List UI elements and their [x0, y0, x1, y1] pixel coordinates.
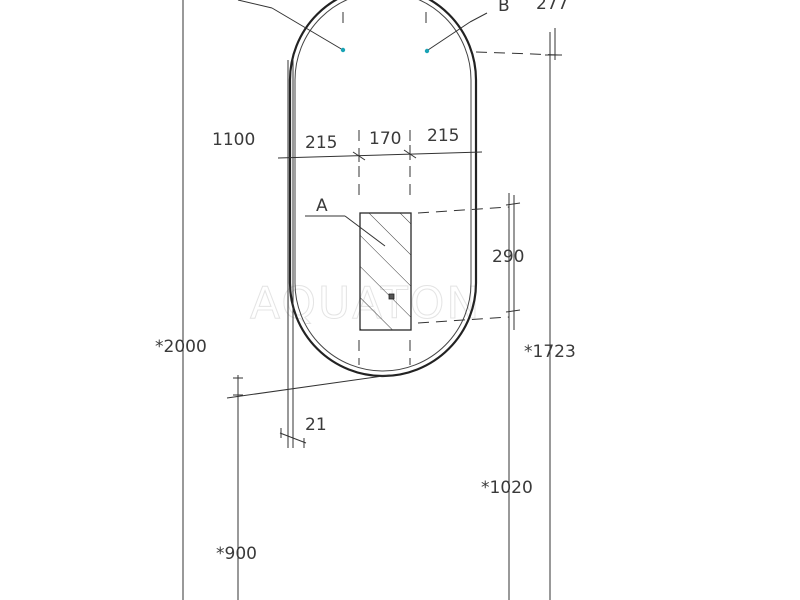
- dim-total-height: *2000: [155, 337, 207, 357]
- dim-panel-height: 290: [492, 247, 524, 267]
- dim-width-center: 170: [369, 129, 401, 149]
- mount-point-left: [340, 47, 346, 53]
- dim-height-upper: 1100: [212, 130, 255, 150]
- mirror-inner-edge: [294, 0, 472, 372]
- dim-floor-offset: *900: [216, 544, 257, 564]
- dim-width-right: 215: [427, 126, 459, 146]
- dim-bottom-mark: *1020: [481, 478, 533, 498]
- dim-width-left: 215: [305, 133, 337, 153]
- panel-a-hatched: [359, 212, 412, 331]
- label-a: A: [316, 196, 328, 216]
- panel-a-switch: [388, 293, 395, 300]
- mirror-outer-edge: [288, 0, 478, 378]
- label-b: B: [498, 0, 510, 16]
- extension-lines: [182, 0, 562, 600]
- dim-thickness: 21: [305, 415, 327, 435]
- dashed-lines: [342, 12, 561, 365]
- dim-top-right: 277: [536, 0, 568, 14]
- dim-mount-height: *1723: [524, 342, 576, 362]
- leader-lines: [271, 7, 488, 247]
- mirror-outline: [288, 0, 478, 378]
- mount-point-right: [424, 48, 430, 54]
